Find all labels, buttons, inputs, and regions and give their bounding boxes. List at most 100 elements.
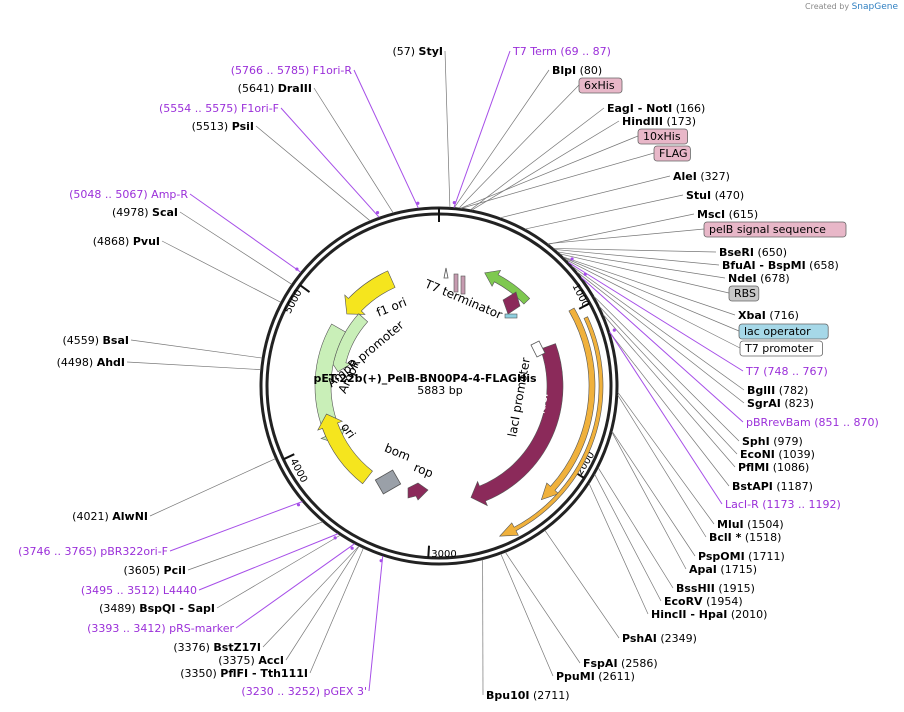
- primer-label-f1ori-r[interactable]: (5766 .. 5785) F1ori-R: [231, 64, 353, 77]
- site-label-bsai[interactable]: (4559) BsaI: [62, 334, 129, 347]
- leader-line: [130, 339, 263, 359]
- feature-arc-ori[interactable]: [317, 413, 373, 485]
- site-label-alwni[interactable]: (4021) AlwNI: [72, 510, 148, 523]
- site-label-bseri[interactable]: BseRI (650): [719, 246, 787, 259]
- site-label-pflfi-tth111i[interactable]: (3350) PflFI - Tth111I: [180, 667, 308, 680]
- leader-line: [597, 467, 674, 589]
- pelb-marker: [502, 291, 521, 315]
- site-label-bpu10i[interactable]: Bpu10I (2711): [486, 689, 570, 702]
- leader-line: [500, 553, 554, 677]
- tag-label-10xhis: 10xHis: [643, 130, 681, 143]
- credit-prefix: Created by: [805, 2, 850, 11]
- feature-arc-f1-ori[interactable]: [344, 270, 396, 315]
- primer-mark: [416, 201, 420, 205]
- site-label-pvui[interactable]: (4868) PvuI: [93, 235, 160, 248]
- bom-marker: [374, 469, 402, 495]
- primer-label-pbr322ori-f[interactable]: (3746 .. 3765) pBR322ori-F: [18, 545, 168, 558]
- site-label-apai[interactable]: ApaI (1715): [689, 563, 757, 576]
- tag-box-t7-promoter[interactable]: [739, 340, 823, 357]
- site-label-draiii[interactable]: (5641) DraIII: [238, 82, 312, 95]
- site-label-bstapi[interactable]: BstAPI (1187): [732, 480, 813, 493]
- leader-line: [255, 125, 371, 222]
- leader-line: [470, 107, 605, 211]
- site-label-ecorv[interactable]: EcoRV (1954): [664, 595, 743, 608]
- feature-arc-laci-orf-span[interactable]: [498, 316, 604, 537]
- site-label-pspomi[interactable]: PspOMI (1711): [698, 550, 785, 563]
- primer-mark: [379, 559, 383, 563]
- site-label-hindiii[interactable]: HindIII (173): [622, 115, 696, 128]
- site-label-sgrai[interactable]: SgrAI (823): [747, 397, 814, 410]
- site-label-acci[interactable]: (3375) AccI: [218, 654, 284, 667]
- leader-line: [461, 152, 655, 209]
- site-label-fspai[interactable]: FspAI (2586): [583, 657, 658, 670]
- leader-line: [453, 69, 550, 208]
- primer-label-prs-marker[interactable]: (3393 .. 3412) pRS-marker: [87, 622, 234, 635]
- site-label-econi[interactable]: EcoNI (1039): [740, 448, 815, 461]
- site-label-scai[interactable]: (4978) ScaI: [112, 206, 178, 219]
- primer-label-amp-r[interactable]: (5048 .. 5067) Amp-R: [69, 188, 188, 201]
- site-label-bspqi-sapi[interactable]: (3489) BspQI - SapI: [99, 602, 215, 615]
- site-label-ndei[interactable]: NdeI (678): [728, 272, 790, 285]
- site-label-bfuai-bspmi[interactable]: BfuAI - BspMI (658): [722, 259, 839, 272]
- site-label-bsshii[interactable]: BssHII (1915): [676, 582, 755, 595]
- leader-line: [576, 271, 745, 404]
- primer-mark: [583, 272, 587, 276]
- site-label-alei[interactable]: AleI (327): [673, 170, 730, 183]
- site-label-bstz17i[interactable]: (3376) BstZ17I: [173, 641, 261, 654]
- leader-line: [602, 314, 736, 468]
- leader-line: [235, 543, 355, 629]
- primer-mark: [295, 267, 299, 271]
- tag-box-flag[interactable]: [653, 145, 691, 162]
- primer-label-t7-term[interactable]: T7 Term (69 .. 87): [512, 45, 611, 58]
- ruler-tick: [578, 302, 591, 310]
- site-label-pcii[interactable]: (3605) PciI: [123, 564, 186, 577]
- site-label-pshai[interactable]: PshAI (2349): [622, 632, 697, 645]
- leader-line: [353, 69, 419, 209]
- tag-box-10xhis[interactable]: [637, 128, 688, 145]
- site-label-hincii-hpai[interactable]: HincII - HpaI (2010): [651, 608, 767, 621]
- primer-label-l4440[interactable]: (3495 .. 3512) L4440: [81, 584, 197, 597]
- tag-box-6xhis[interactable]: [578, 77, 623, 94]
- site-label-mlui[interactable]: MluI (1504): [717, 518, 784, 531]
- site-label-psii[interactable]: (5513) PsiI: [192, 120, 254, 133]
- site-label-bcli[interactable]: BclI * (1518): [709, 531, 781, 544]
- rop-marker: [407, 482, 429, 501]
- leader-line: [544, 530, 620, 639]
- feature-arc-laci[interactable]: [470, 343, 564, 507]
- leader-line: [313, 87, 394, 214]
- site-label-msci[interactable]: MscI (615): [697, 208, 758, 221]
- primer-mark: [570, 257, 574, 261]
- site-label-eagi-noti[interactable]: EagI - NotI (166): [607, 102, 705, 115]
- site-label-sphi[interactable]: SphI (979): [742, 435, 803, 448]
- tag-box-pelb-signal-sequence[interactable]: [703, 221, 847, 238]
- tag-box-rbs[interactable]: [728, 285, 760, 302]
- leader-line: [189, 193, 302, 273]
- primer-label-laci-r[interactable]: LacI-R (1173 .. 1192): [725, 498, 841, 511]
- leader-line: [285, 545, 360, 661]
- primer-mark: [375, 210, 380, 215]
- ruler-tick: [299, 284, 311, 293]
- primer-label-t7[interactable]: T7 (748 .. 767): [745, 365, 828, 378]
- tag-label-lac-operator: lac operator: [744, 325, 811, 338]
- leader-line: [460, 135, 639, 209]
- feature-arc-t7-terminator[interactable]: [484, 269, 531, 305]
- site-label-blpi[interactable]: BlpI (80): [552, 64, 602, 77]
- primer-label-pgex-3[interactable]: (3230 .. 3252) pGEX 3': [241, 685, 367, 698]
- primer-label-pbrrevbam[interactable]: pBRrevBam (851 .. 870): [746, 416, 879, 429]
- leader-line: [453, 50, 511, 208]
- primer-label-f1ori-f[interactable]: (5554 .. 5575) F1ori-F: [159, 102, 279, 115]
- leader-line: [563, 257, 740, 332]
- his-tag-marker: [453, 273, 459, 293]
- site-label-ppumi[interactable]: PpuMI (2611): [556, 670, 635, 683]
- tag-box-lac-operator[interactable]: [738, 323, 829, 340]
- site-label-pflmi[interactable]: PflMI (1086): [738, 461, 809, 474]
- leader-line: [548, 213, 695, 245]
- site-label-xbai[interactable]: XbaI (716): [738, 309, 799, 322]
- leader-line: [505, 552, 581, 664]
- site-label-styi[interactable]: (57) StyI: [392, 45, 443, 58]
- small-feature-marker: [443, 267, 449, 279]
- site-label-ahdi[interactable]: (4498) AhdI: [57, 356, 125, 369]
- site-label-bglii[interactable]: BglII (782): [747, 384, 808, 397]
- site-label-stui[interactable]: StuI (470): [686, 189, 744, 202]
- feature-arc-laci-orf-span[interactable]: [540, 307, 596, 501]
